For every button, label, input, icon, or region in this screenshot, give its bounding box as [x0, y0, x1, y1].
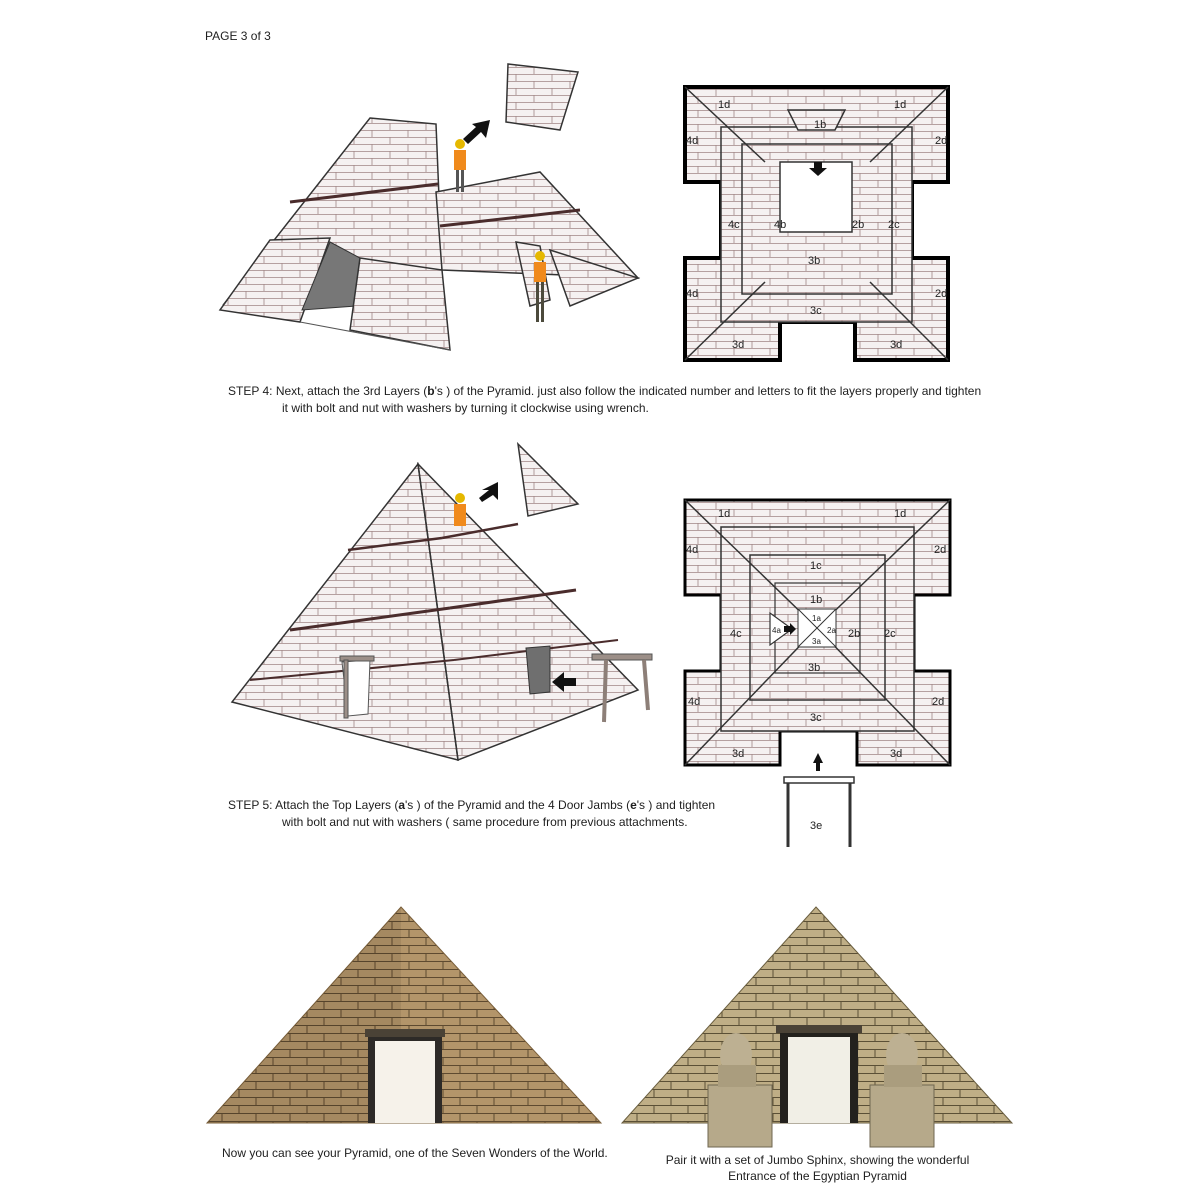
svg-text:2d: 2d — [935, 135, 947, 147]
worker-icon — [454, 139, 466, 192]
svg-text:4d: 4d — [686, 544, 698, 556]
svg-text:4d: 4d — [686, 288, 698, 300]
svg-text:3d: 3d — [732, 339, 744, 351]
arrow-icon — [479, 482, 498, 502]
step4-pyramid-illustration — [218, 63, 641, 351]
svg-text:2b: 2b — [848, 628, 860, 640]
step5-instructions: STEP 5: Attach the Top Layers (a's ) of … — [228, 798, 716, 812]
svg-text:2a: 2a — [827, 626, 836, 635]
arrow-icon — [463, 120, 490, 144]
arrow-icon — [784, 623, 796, 635]
svg-text:4c: 4c — [728, 219, 740, 231]
worker-icon — [534, 251, 546, 322]
caption-left: Now you can see your Pyramid, one of the… — [222, 1146, 608, 1160]
caption-right: Pair it with a set of Jumbo Sphinx, show… — [665, 1153, 970, 1183]
svg-text:2d: 2d — [932, 696, 944, 708]
svg-text:1d: 1d — [718, 99, 730, 111]
sphinx-statue-right — [869, 1033, 935, 1148]
svg-text:2b: 2b — [852, 219, 864, 231]
step4-plan-diagram: 1d 1d 4d 2d 1b 4c 4b 2b 2c 3b 3c 4d 2d 3… — [683, 85, 950, 362]
svg-text:2d: 2d — [934, 544, 946, 556]
svg-text:2d: 2d — [935, 288, 947, 300]
svg-text:1c: 1c — [810, 560, 822, 572]
svg-text:1a: 1a — [812, 614, 821, 623]
floating-tip — [516, 441, 580, 517]
svg-text:3d: 3d — [890, 748, 902, 760]
step5-instructions-line2: with bolt and nut with washers ( same pr… — [282, 815, 688, 829]
pyramid-photo-left — [205, 906, 603, 1124]
pyramid-photo-right — [620, 906, 1014, 1148]
svg-text:3d: 3d — [732, 748, 744, 760]
svg-text:4c: 4c — [730, 628, 742, 640]
svg-text:3d: 3d — [890, 339, 902, 351]
svg-text:3c: 3c — [810, 305, 822, 317]
svg-text:4d: 4d — [688, 696, 700, 708]
step4-instructions: STEP 4: Next, attach the 3rd Layers (b's… — [228, 384, 982, 398]
step5-plan-diagram: 1d 1d 4d 2d 1c 1b 1a 2a 3a 4a 4c 2b 2c 3… — [683, 498, 952, 847]
svg-text:4b: 4b — [774, 219, 786, 231]
step5-label: STEP 5: — [228, 798, 273, 812]
svg-text:4d: 4d — [686, 135, 698, 147]
svg-text:3b: 3b — [808, 255, 820, 267]
svg-text:3a: 3a — [812, 637, 821, 646]
arrow-icon — [813, 753, 823, 771]
svg-text:1d: 1d — [894, 99, 906, 111]
svg-text:1b: 1b — [810, 594, 822, 606]
sphinx-statue-left — [707, 1033, 773, 1148]
step4-label: STEP 4: — [228, 384, 273, 398]
svg-text:2c: 2c — [888, 219, 900, 231]
svg-text:4a: 4a — [772, 626, 781, 635]
worker-icon — [454, 493, 466, 526]
svg-text:3c: 3c — [810, 712, 822, 724]
svg-text:2c: 2c — [884, 628, 896, 640]
svg-text:3e: 3e — [810, 820, 822, 832]
svg-text:1b: 1b — [814, 119, 826, 131]
step5-pyramid-illustration — [230, 441, 653, 762]
svg-text:1d: 1d — [718, 508, 730, 520]
floating-panel — [505, 63, 579, 131]
page-number: PAGE 3 of 3 — [205, 29, 271, 43]
arrow-icon — [809, 162, 827, 176]
arrow-icon — [552, 672, 576, 692]
svg-text:1d: 1d — [894, 508, 906, 520]
step4-instructions-line2: it with bolt and nut with washers by tur… — [282, 401, 649, 415]
svg-text:3b: 3b — [808, 662, 820, 674]
